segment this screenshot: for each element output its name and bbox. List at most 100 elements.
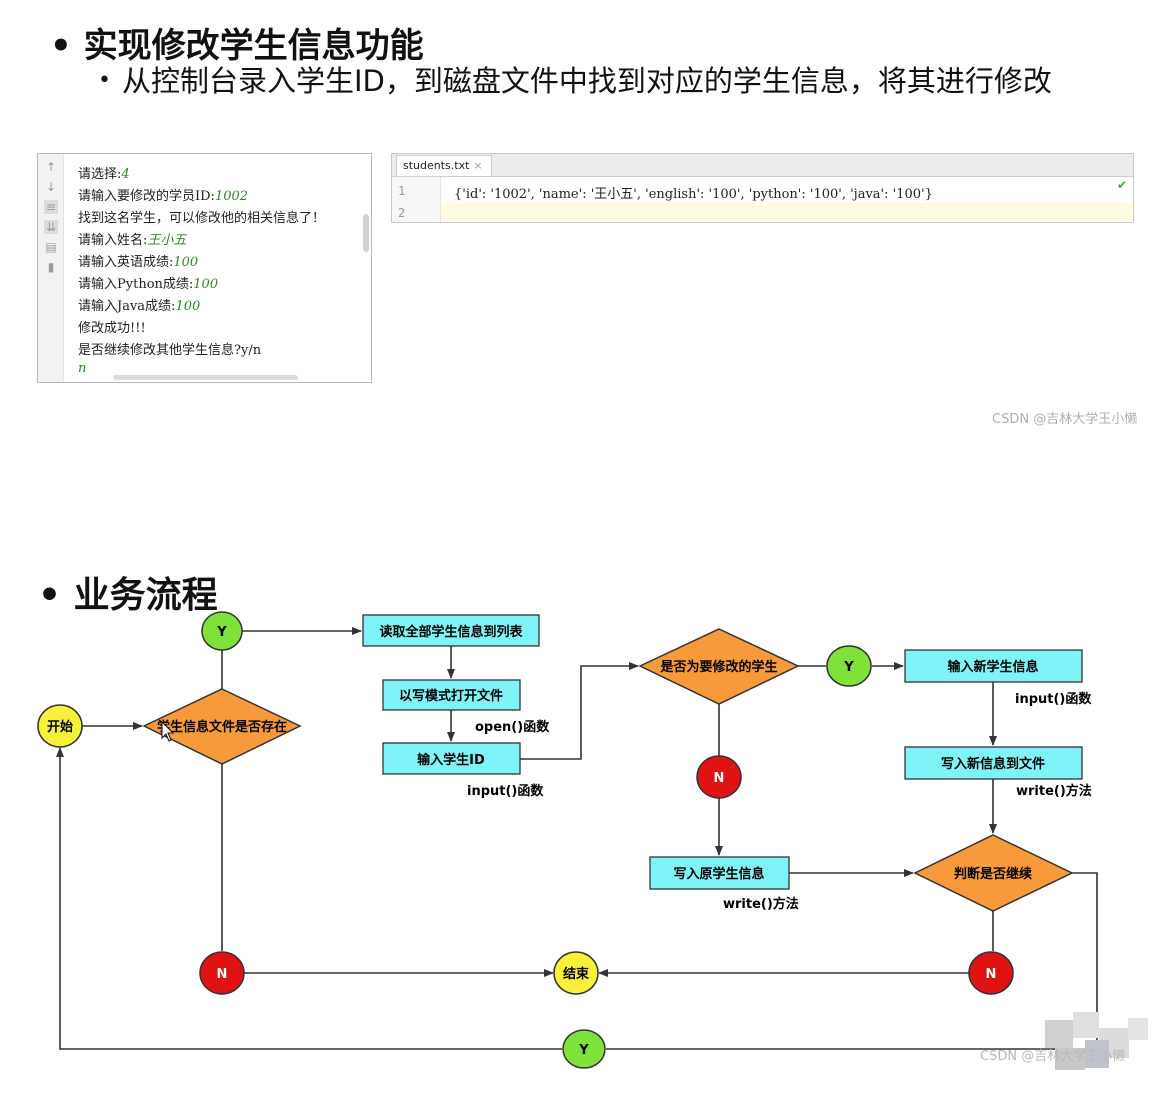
open-func-note: open()函数 — [475, 719, 550, 735]
write-orig-label: 写入原学生信息 — [673, 866, 764, 882]
console-line: 请输入Java成绩:100 — [78, 295, 200, 314]
input-func-note: input()函数 — [1015, 691, 1092, 707]
open-write-box — [382, 679, 521, 711]
console-user-input: n — [78, 361, 87, 376]
up-arrow-icon[interactable]: ↑ — [45, 160, 57, 174]
no-node — [696, 755, 742, 799]
console-prompt: 修改成功!!! — [78, 321, 146, 336]
section-title-text: 实现修改学生信息功能 — [83, 26, 424, 66]
line-number: 2 — [398, 206, 406, 220]
yes-node — [201, 611, 243, 651]
run-console: ↑ ↓ ≡ ⇊ ▤ ▮ 请选择:4 请输入要修改的学员ID:1002 找到这名学生，… — [37, 153, 372, 383]
bullet: • — [50, 26, 72, 66]
console-user-input: 100 — [193, 277, 219, 292]
print-icon[interactable]: ▤ — [45, 240, 57, 254]
tab-students-txt[interactable]: students.txt× — [396, 155, 492, 176]
console-prompt: 请选择: — [78, 167, 122, 182]
write-method-note: write()方法 — [1016, 783, 1092, 799]
section-title: • 实现修改学生信息功能 — [50, 18, 424, 67]
read-all-label: 读取全部学生信息到列表 — [379, 624, 523, 640]
is-target-decision — [638, 628, 800, 705]
open-write-label: 以写模式打开文件 — [399, 688, 503, 704]
write-new-box — [904, 746, 1083, 780]
console-user-input: 4 — [121, 167, 130, 182]
blur-mosaic — [1045, 1012, 1148, 1070]
start-node — [37, 704, 83, 748]
yes-node — [826, 645, 872, 687]
console-prompt: 请输入Java成绩: — [78, 299, 176, 314]
flow-title: • 业务流程 — [38, 566, 218, 618]
console-prompt: 是否继续修改其他学生信息?y/n — [78, 343, 262, 358]
flow-connectors — [56, 627, 1098, 1050]
console-line: 请输入英语成绩:100 — [78, 251, 198, 270]
write-method-note: write()方法 — [723, 896, 799, 912]
down-arrow-icon[interactable]: ↓ — [45, 180, 57, 194]
yes-label: Y — [578, 1043, 589, 1058]
continue-label: 判断是否继续 — [954, 866, 1032, 882]
editor-tabbar: students.txt× — [392, 154, 1133, 177]
watermark: CSDN @吉林大学王小懒 — [992, 412, 1138, 427]
input-new-box — [904, 649, 1083, 683]
write-orig-box — [649, 856, 790, 890]
write-new-label: 写入新信息到文件 — [941, 756, 1045, 772]
code-line[interactable]: {'id': '1002', 'name': '王小五', 'english':… — [454, 187, 933, 202]
input-func-note: input()函数 — [467, 783, 544, 799]
end-label: 结束 — [563, 966, 590, 982]
horizontal-scrollbar[interactable] — [113, 375, 298, 380]
console-line: 请输入姓名:王小五 — [78, 229, 186, 248]
yes-label: Y — [843, 660, 854, 675]
console-line: 请输入Python成绩:100 — [78, 273, 218, 292]
bullet: • — [38, 575, 62, 616]
continue-decision — [913, 834, 1074, 912]
console-prompt: 请输入姓名: — [78, 233, 148, 248]
console-prompt: 找到这名学生，可以修改他的相关信息了！ — [78, 211, 326, 226]
is-target-label: 是否为要修改的学生 — [659, 659, 777, 675]
no-node — [968, 951, 1014, 995]
read-all-box — [362, 614, 540, 647]
no-label: N — [714, 771, 725, 786]
tab-label: students.txt — [403, 159, 470, 172]
input-id-label: 输入学生ID — [417, 752, 485, 768]
close-icon[interactable]: × — [473, 159, 483, 172]
vertical-scrollbar[interactable] — [363, 214, 369, 252]
console-prompt: 请输入Python成绩: — [78, 277, 194, 292]
no-label: N — [217, 967, 228, 982]
console-user-input: 100 — [175, 299, 201, 314]
mouse-cursor-icon — [161, 720, 175, 742]
line-number-gutter: 1 2 — [392, 177, 441, 222]
section-subtitle: • 从控制台录入学生ID，到磁盘文件中找到对应的学生信息，将其进行修改 — [98, 64, 1068, 98]
trash-icon[interactable]: ▮ — [47, 260, 55, 274]
file-editor: students.txt× 1 2 {'id': '1002', 'name':… — [391, 153, 1134, 223]
no-node — [199, 951, 245, 995]
console-line: 是否继续修改其他学生信息?y/n — [78, 339, 261, 358]
soft-wrap-icon[interactable]: ≡ — [44, 200, 58, 214]
no-label: N — [986, 967, 997, 982]
console-prompt: 请输入英语成绩: — [78, 255, 174, 270]
console-line: n — [78, 361, 86, 376]
watermark: CSDN @吉林大学王小懒 — [980, 1049, 1126, 1064]
console-toolbar: ↑ ↓ ≡ ⇊ ▤ ▮ — [38, 154, 64, 382]
console-user-input: 王小五 — [147, 233, 187, 248]
sub-bullet: • — [98, 68, 111, 93]
file-exists-decision — [142, 688, 302, 765]
console-user-input: 100 — [173, 255, 199, 270]
yes-label: Y — [216, 625, 227, 640]
console-user-input: 1002 — [214, 189, 249, 204]
section-subtitle-text: 从控制台录入学生ID，到磁盘文件中找到对应的学生信息，将其进行修改 — [122, 64, 1052, 98]
line-number: 1 — [398, 184, 406, 198]
input-new-label: 输入新学生信息 — [947, 659, 1038, 675]
console-line: 找到这名学生，可以修改他的相关信息了！ — [78, 207, 325, 226]
console-prompt: 请输入要修改的学员ID: — [78, 189, 215, 204]
input-id-box — [382, 742, 521, 775]
start-label: 开始 — [47, 719, 73, 735]
console-line: 请选择:4 — [78, 163, 130, 182]
file-exists-label: 学生信息文件是否存在 — [157, 719, 287, 735]
flow-title-text: 业务流程 — [73, 575, 218, 616]
yes-node — [562, 1029, 606, 1069]
current-line-highlight — [441, 203, 1133, 221]
scroll-to-end-icon[interactable]: ⇊ — [44, 220, 58, 234]
console-line: 修改成功!!! — [78, 317, 146, 336]
console-line: 请输入要修改的学员ID:1002 — [78, 185, 248, 204]
check-icon: ✔ — [1116, 178, 1127, 192]
